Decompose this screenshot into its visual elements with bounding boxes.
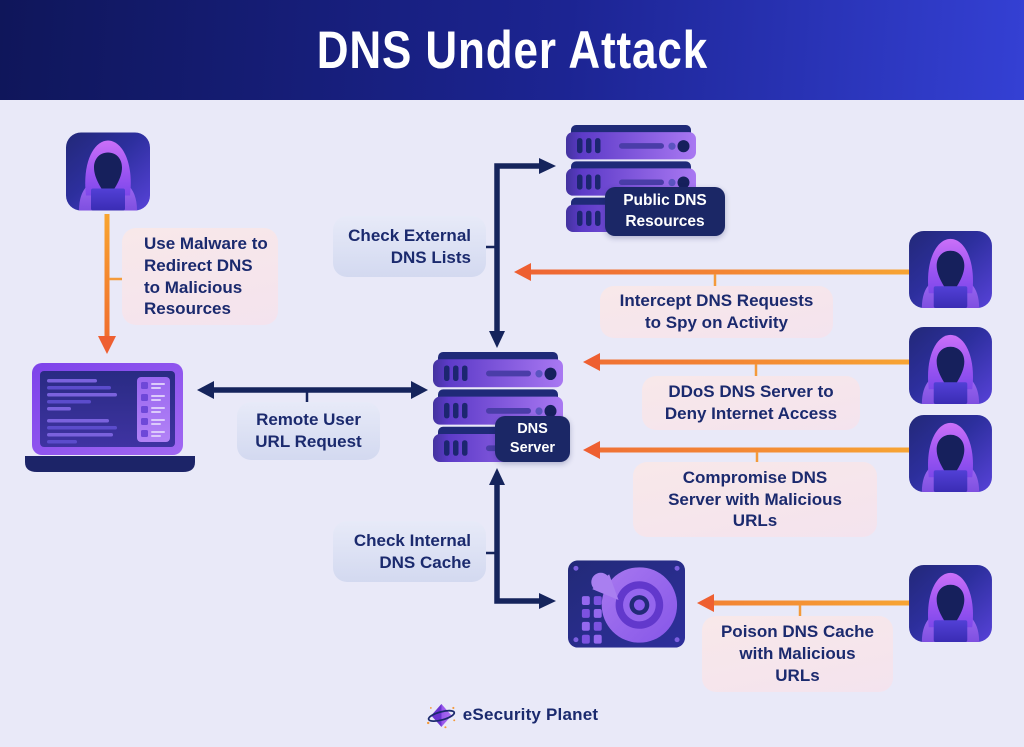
callout-ddos: DDoS DNS Server to Deny Internet Access [642,376,860,430]
arrow-remote-user-request [197,381,428,402]
callout-check-internal: Check Internal DNS Cache [333,521,486,582]
hacker-icon [66,132,150,211]
callout-check-external: Check External DNS Lists [333,216,486,277]
hacker-icon [909,415,992,492]
brand-name: eSecurity Planet [462,705,599,724]
public-dns-chip: Public DNS Resources [605,187,725,236]
header-banner: DNS Under Attack [0,0,1024,100]
arrow-intercept [514,263,909,286]
arrow-check-internal [486,468,556,609]
page-title: DNS Under Attack [316,20,708,80]
dns-server-chip: DNS Server [495,416,570,462]
callout-poison: Poison DNS Cache with Malicious URLs [702,616,893,692]
callout-remote-user: Remote User URL Request [237,402,380,460]
arrow-compromise [583,441,909,462]
hacker-icon [909,231,992,308]
callout-use-malware: Use Malware to Redirect DNS to Malicious… [122,228,278,325]
callout-compromise: Compromise DNS Server with Malicious URL… [633,462,877,537]
hacker-icon [909,565,992,642]
callout-intercept: Intercept DNS Requests to Spy on Activit… [600,286,833,338]
hacker-icon [909,327,992,404]
arrow-malware-redirect [98,214,122,354]
laptop-icon [25,360,195,472]
arrow-ddos [583,353,909,376]
arrow-poison [697,594,909,616]
footer-brand: eSecurity Planet [0,701,1024,729]
esecurity-planet-gem-icon [426,701,456,729]
arrow-check-external [486,158,556,348]
dns-cache-disk-icon [568,560,685,648]
